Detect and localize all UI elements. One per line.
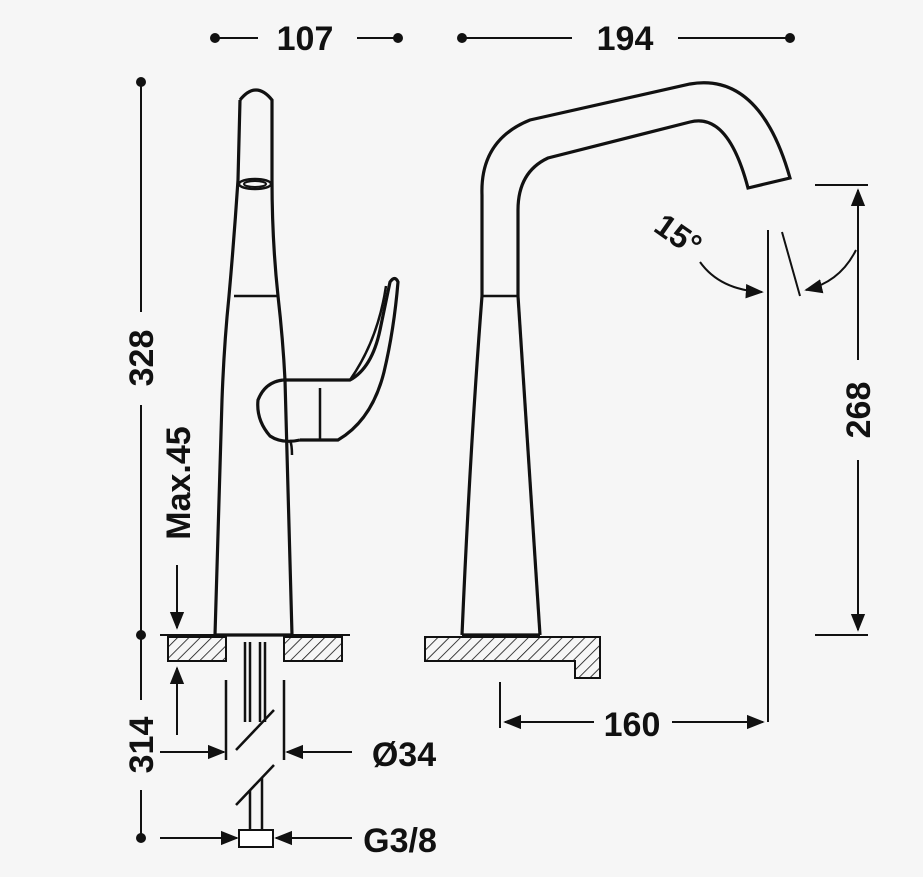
dim-angle: 15°	[648, 206, 857, 722]
dim-max45: Max.45	[160, 426, 198, 735]
dim-160: 160	[499, 682, 765, 744]
shank-pipes	[224, 642, 286, 848]
dim-328-label: 328	[123, 330, 161, 387]
dim-194-label: 194	[597, 20, 654, 58]
dim-thread-label: G3/8	[363, 822, 437, 860]
dim-107-label: 107	[277, 20, 334, 58]
dim-160-label: 160	[604, 706, 661, 744]
deck-left	[160, 634, 350, 662]
dim-328: 328	[123, 77, 161, 640]
dim-314-label: 314	[123, 717, 161, 774]
dim-268-label: 268	[840, 382, 878, 439]
deck-right	[424, 636, 601, 679]
dim-thread: G3/8	[160, 822, 437, 860]
dim-max45-label: Max.45	[160, 426, 198, 539]
dim-268: 268	[815, 184, 878, 636]
dim-diameter-label: Ø34	[372, 736, 436, 774]
dim-107: 107	[210, 20, 403, 58]
dim-314: 314	[123, 635, 161, 843]
faucet-front-view	[460, 81, 792, 637]
dim-diameter: Ø34	[160, 736, 436, 774]
dim-angle-label: 15°	[648, 206, 708, 263]
faucet-side-view	[213, 88, 400, 637]
dim-194: 194	[457, 20, 795, 58]
